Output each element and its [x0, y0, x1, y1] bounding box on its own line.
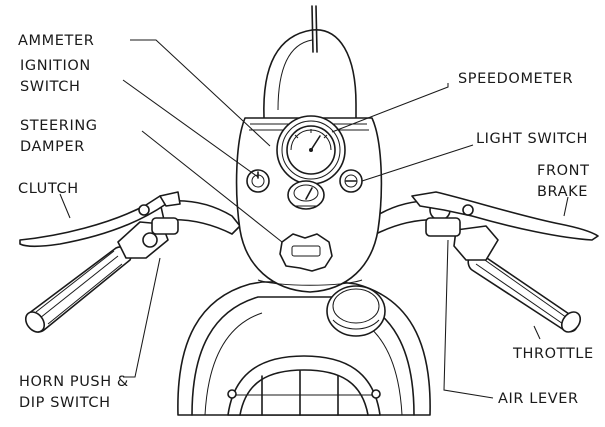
label-steering-line1: STEERING: [20, 118, 98, 134]
right-grip: [468, 251, 584, 335]
label-light-switch: LIGHT SWITCH: [476, 131, 588, 147]
light-switch: [340, 170, 362, 192]
label-clutch: CLUTCH: [18, 181, 79, 197]
label-air-lever: AIR LEVER: [498, 391, 579, 407]
label-ignition-line1: IGNITION: [20, 58, 91, 74]
label-ignition-line2: SWITCH: [20, 79, 80, 95]
left-grip: [22, 247, 131, 336]
fuel-filler-cap: [327, 286, 385, 336]
speedometer: [277, 116, 345, 184]
label-ammeter: AMMETER: [18, 33, 94, 49]
label-front-brake-line2: BRAKE: [537, 184, 588, 200]
windscreen-fairing: [264, 6, 356, 122]
ignition-switch: [247, 170, 269, 192]
label-speedometer: SPEEDOMETER: [458, 71, 573, 87]
fuel-tank: [178, 282, 430, 415]
label-horn-line1: HORN PUSH &: [19, 374, 129, 390]
label-steering-line2: DAMPER: [20, 139, 85, 155]
label-front-brake-line1: FRONT: [537, 163, 590, 179]
steering-damper-knob: [280, 234, 332, 271]
ammeter: [288, 181, 324, 209]
label-throttle: THROTTLE: [512, 346, 594, 362]
label-horn-line2: DIP SWITCH: [19, 395, 111, 411]
